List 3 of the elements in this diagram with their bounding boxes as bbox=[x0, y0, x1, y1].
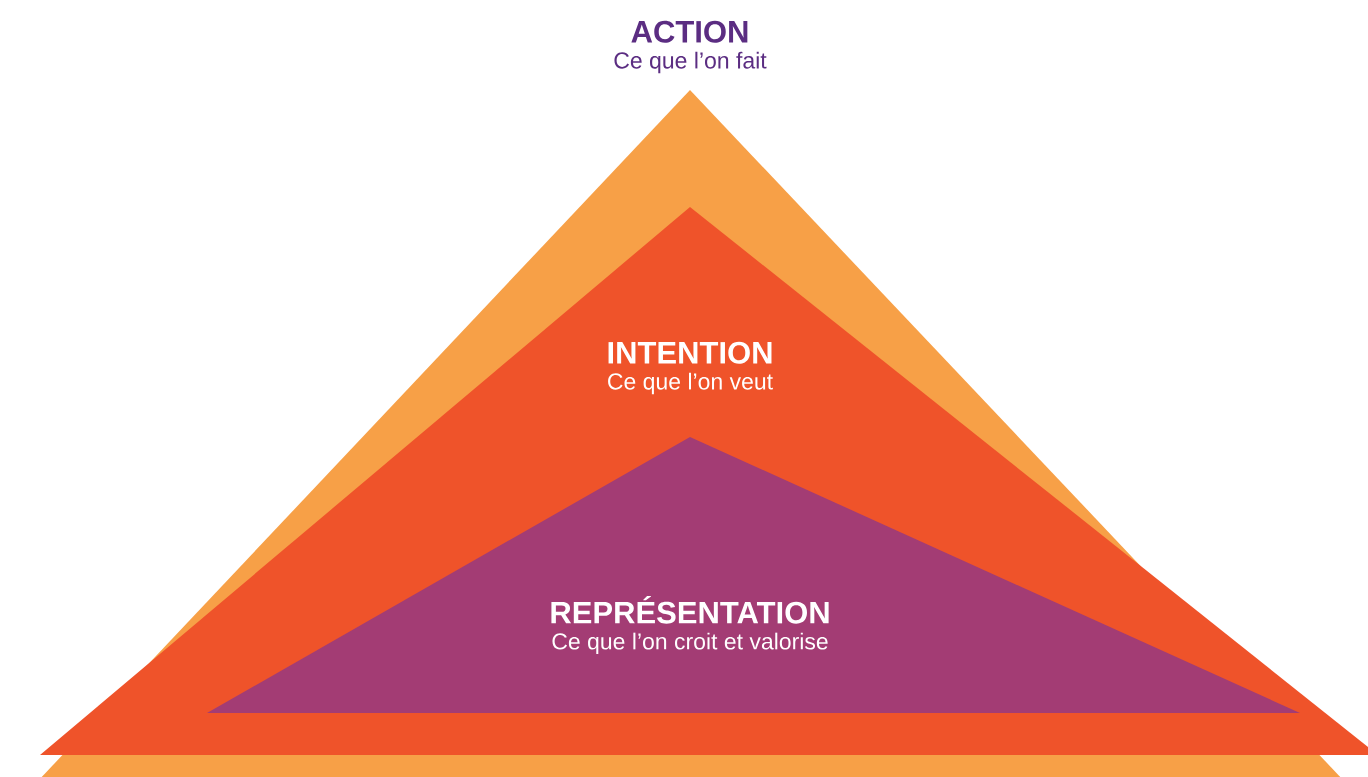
pyramid-layer: REPRÉSENTATION Ce que l’on croit et valorise bbox=[207, 437, 1300, 713]
node-label: Ce que l’on fait bbox=[614, 51, 767, 74]
node-label: ACTION bbox=[631, 20, 748, 43]
